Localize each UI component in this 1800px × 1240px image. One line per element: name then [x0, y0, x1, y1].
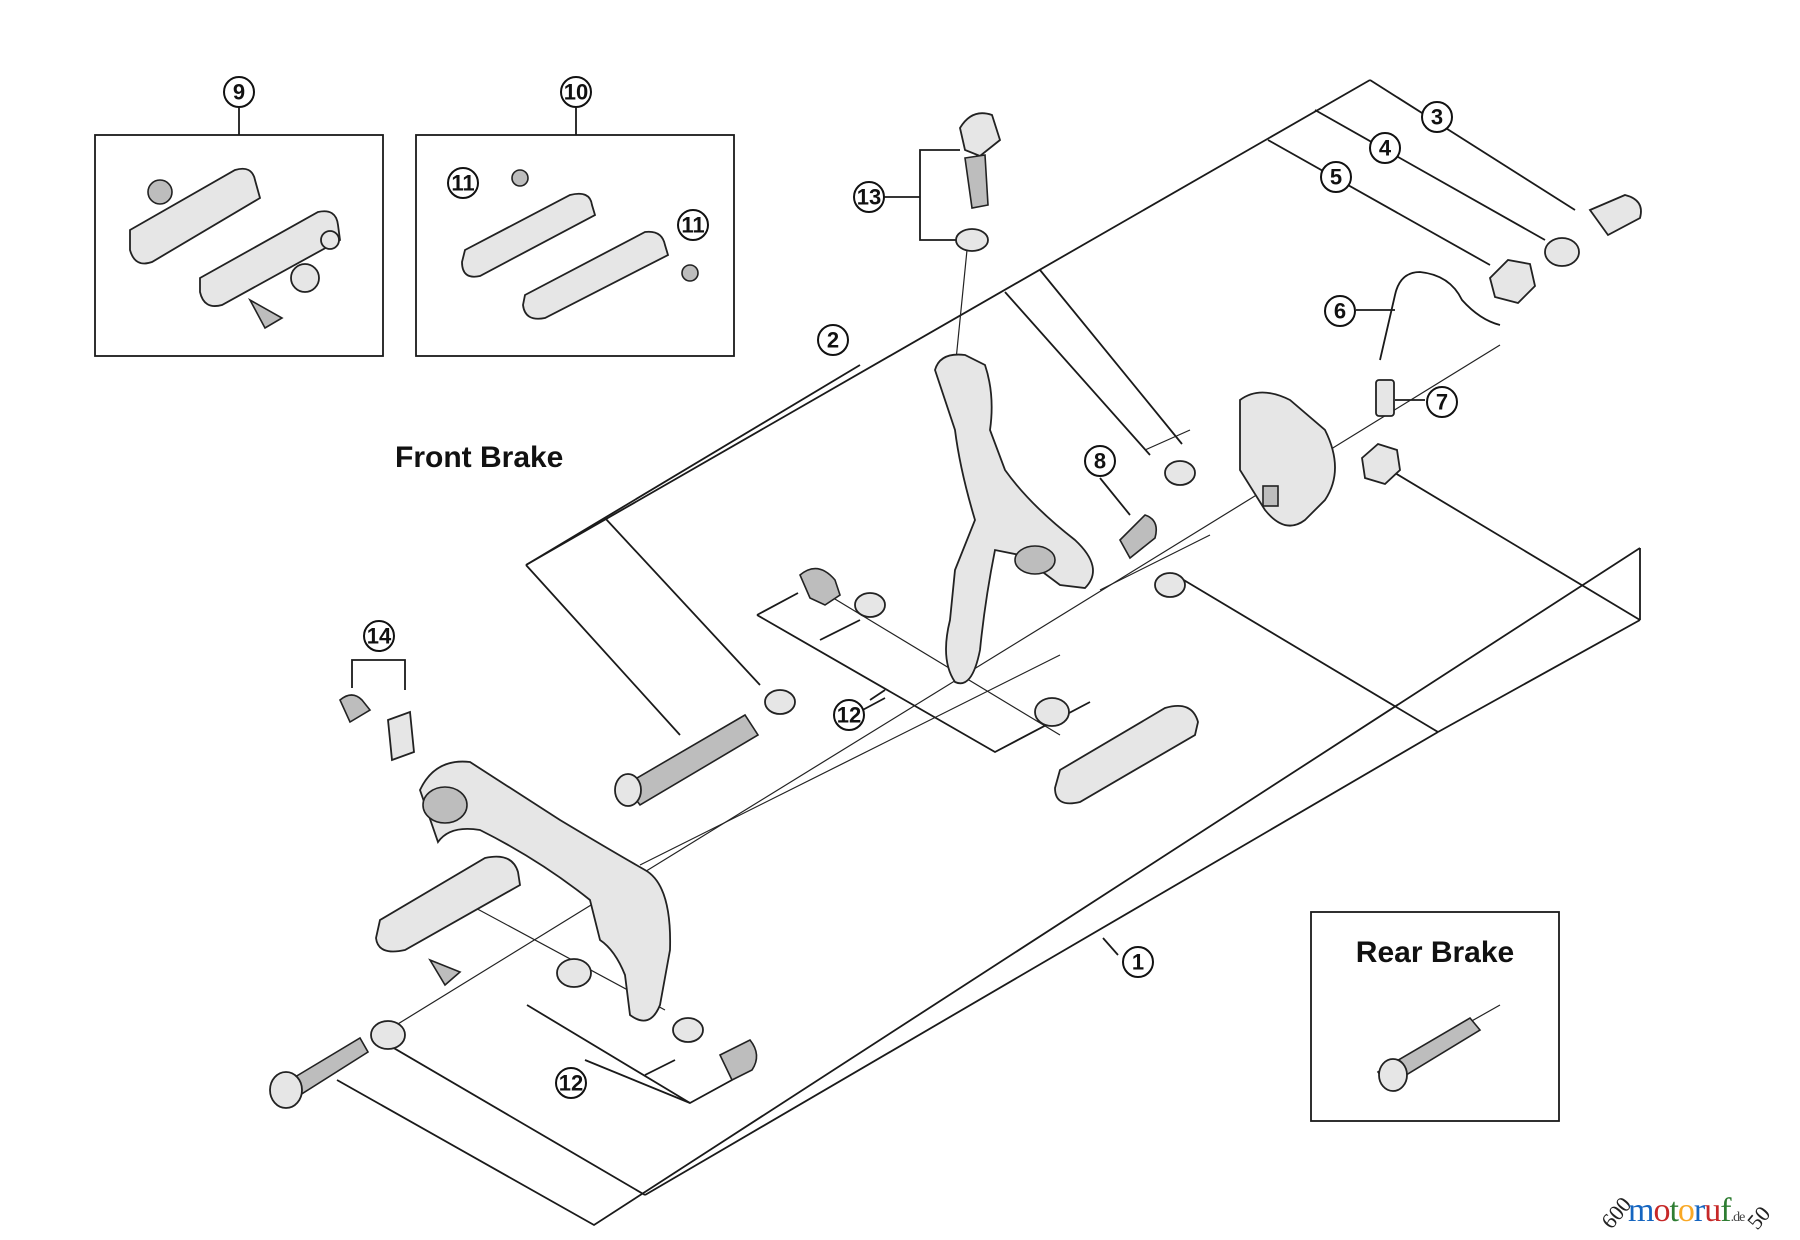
- logo-tld: .de: [1730, 1210, 1746, 1225]
- bolts: [269, 567, 1482, 1109]
- rear-shoe-fin: [428, 958, 462, 987]
- rear-caliper-arm: [419, 760, 672, 1022]
- front-brake-label: Front Brake: [395, 441, 563, 474]
- callout-3: 3: [1421, 101, 1453, 133]
- logo-letter: o: [1677, 1192, 1695, 1229]
- svg-text:5: 5: [1330, 165, 1342, 190]
- cartridge-pad-set-10: [461, 169, 699, 320]
- logo-letter: o: [1653, 1192, 1670, 1229]
- svg-text:14: 14: [367, 624, 392, 649]
- svg-text:2: 2: [827, 328, 839, 353]
- svg-text:7: 7: [1436, 390, 1448, 415]
- logo-letter: f: [1720, 1192, 1731, 1229]
- brake-shoe-set-9: [129, 167, 341, 330]
- rear-arm-pivot: [422, 786, 468, 824]
- svg-text:6: 6: [1334, 299, 1346, 324]
- rear-brake-shoe: [375, 855, 521, 953]
- site-logo: motoruf.de: [1628, 1192, 1746, 1230]
- logo-letter: m: [1628, 1192, 1654, 1229]
- logo-letter: r: [1693, 1192, 1705, 1229]
- callout-4: 4: [1369, 132, 1401, 164]
- set-screw: [1262, 485, 1279, 507]
- rear-brake-box: [1310, 911, 1560, 1122]
- adjuster-bolt-13: [955, 112, 1002, 252]
- callout-13: 13: [853, 181, 885, 213]
- nut-washer-set: [1488, 194, 1642, 305]
- nut-right: [1361, 442, 1401, 486]
- callout-9: 9: [223, 76, 255, 108]
- svg-text:12: 12: [559, 1071, 583, 1096]
- arm-pivot: [1014, 545, 1056, 575]
- svg-text:4: 4: [1379, 136, 1392, 161]
- svg-text:1: 1: [1132, 950, 1144, 975]
- front-caliper-arm: [934, 353, 1094, 685]
- svg-text:9: 9: [233, 80, 245, 105]
- screw-8: [1119, 514, 1158, 560]
- svg-text:11: 11: [451, 171, 474, 196]
- callout-12-rear: 12: [555, 1067, 587, 1099]
- callout-8: 8: [1084, 445, 1116, 477]
- inset-box-10: [415, 134, 735, 357]
- logo-letter: u: [1704, 1192, 1721, 1229]
- svg-text:10: 10: [564, 80, 588, 105]
- rear-brake-label: Rear Brake: [1356, 936, 1514, 969]
- assembly-frame-lines: [336, 79, 1641, 1227]
- callout-5: 5: [1320, 161, 1352, 193]
- svg-text:12: 12: [837, 703, 861, 728]
- spacer-block: [1239, 391, 1336, 527]
- pin-7: [1375, 379, 1395, 417]
- callout-10: 10: [560, 76, 592, 108]
- callout-12-front: 12: [833, 699, 865, 731]
- washers: [370, 460, 1196, 1050]
- bolt-nut-14: [339, 694, 415, 762]
- callout-11-right: 11: [677, 209, 709, 241]
- logo-letter: t: [1669, 1192, 1679, 1229]
- front-brake-shoe: [1054, 704, 1199, 805]
- svg-text:8: 8: [1094, 449, 1106, 474]
- svg-text:11: 11: [681, 213, 704, 238]
- svg-text:3: 3: [1431, 105, 1443, 130]
- callout-1: 1: [1122, 946, 1154, 978]
- callout-14: 14: [363, 620, 395, 652]
- spring-6: [1379, 271, 1501, 361]
- callout-6: 6: [1324, 295, 1356, 327]
- callout-11-left: 11: [447, 167, 479, 199]
- callout-7: 7: [1426, 386, 1458, 418]
- callout-2: 2: [817, 324, 849, 356]
- svg-text:13: 13: [857, 185, 881, 210]
